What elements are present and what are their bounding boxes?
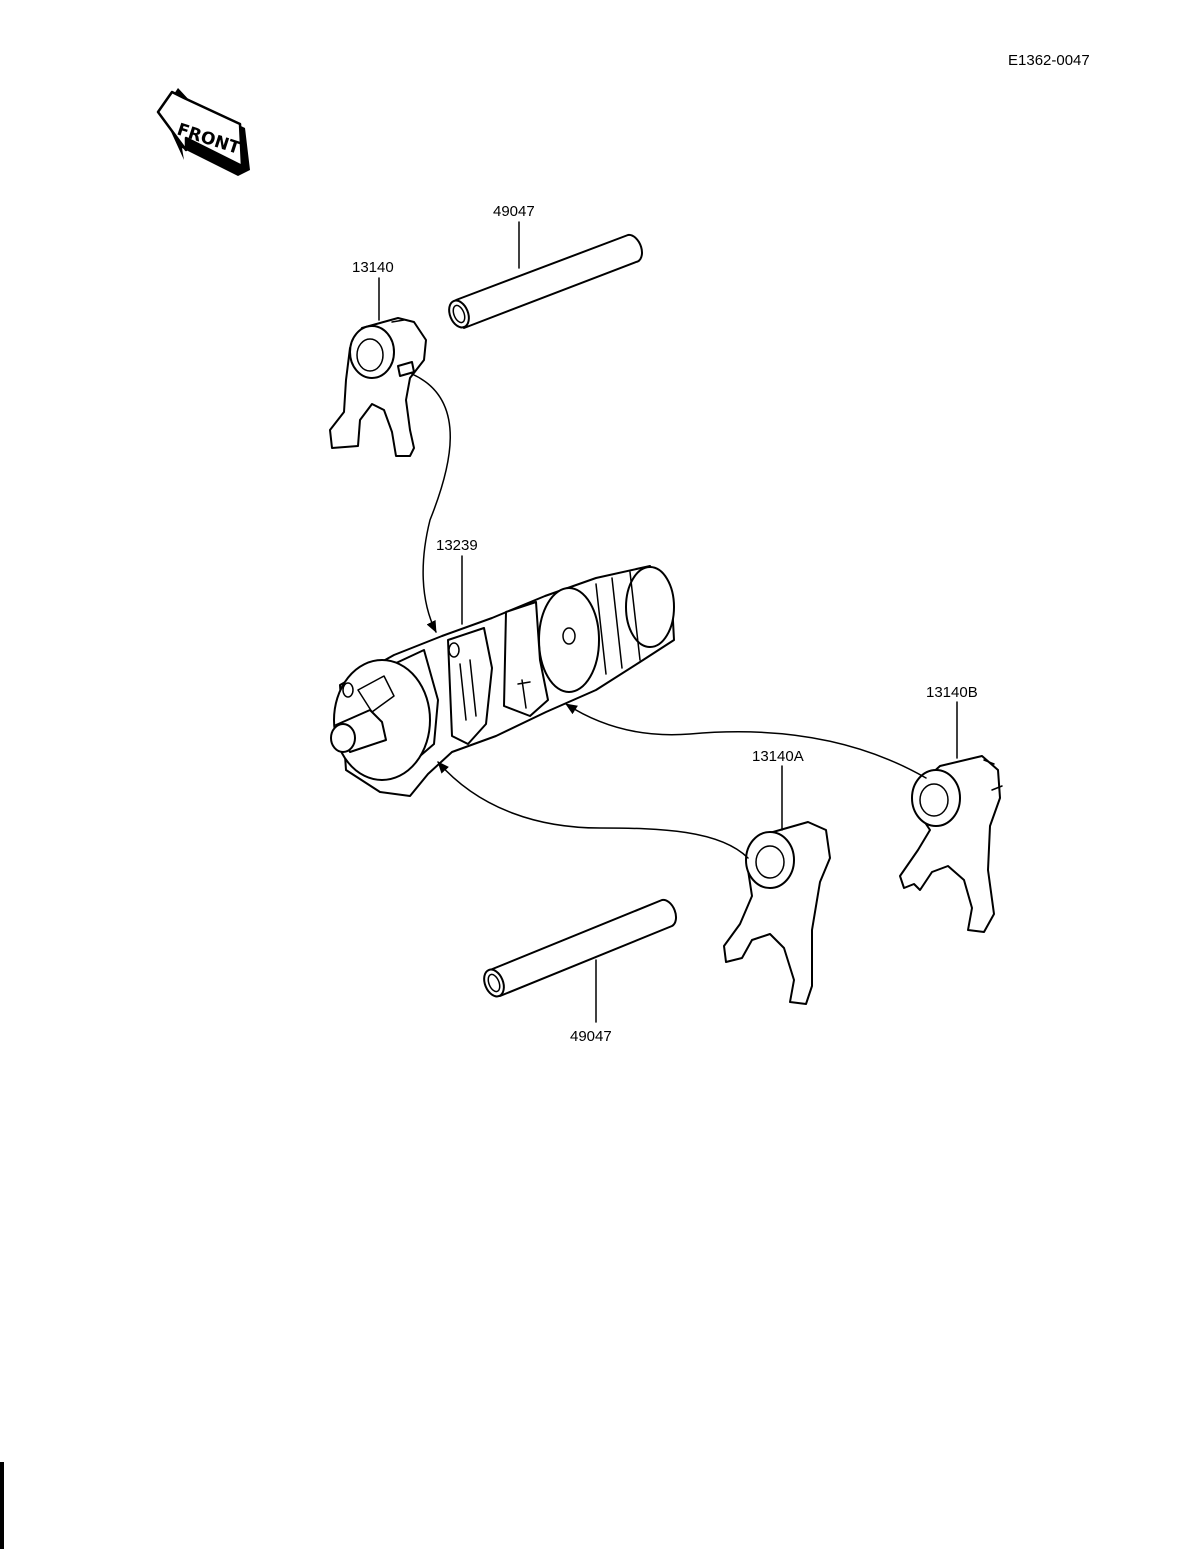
shift-drum bbox=[330, 565, 675, 797]
drawing-code: E1362-0047 bbox=[1008, 52, 1090, 69]
shaft-bottom bbox=[483, 898, 677, 998]
label-fork-a: 13140A bbox=[752, 748, 804, 765]
front-arrow-icon: FRONT bbox=[156, 88, 250, 176]
arrow-fork-top-to-drum bbox=[411, 373, 451, 633]
label-shaft-bottom: 49047 bbox=[570, 1028, 612, 1045]
shift-fork-b bbox=[899, 755, 1003, 933]
shift-fork-top bbox=[329, 317, 427, 457]
label-drum: 13239 bbox=[436, 537, 478, 554]
label-fork-top: 13140 bbox=[352, 259, 394, 276]
label-fork-b: 13140B bbox=[926, 684, 978, 701]
arrow-fork-a-to-drum bbox=[437, 761, 749, 859]
page-edge-bar bbox=[0, 1462, 4, 1549]
shaft-top bbox=[448, 233, 643, 329]
shift-fork-a bbox=[723, 821, 831, 1005]
arrow-fork-b-to-drum bbox=[565, 703, 927, 779]
label-shaft-top: 49047 bbox=[493, 203, 535, 220]
